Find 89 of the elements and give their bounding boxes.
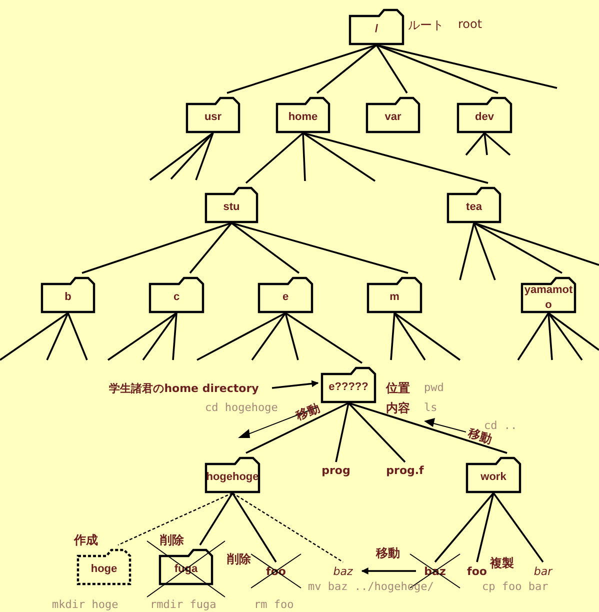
tree-line [108, 312, 177, 361]
command-text: cd .. [484, 419, 518, 432]
file-label: prog.f [386, 464, 424, 476]
folder-label: / [374, 22, 380, 38]
tree-line [195, 132, 214, 180]
folder-label: hoge [90, 562, 118, 578]
node-caption: ルート [408, 17, 444, 34]
folder-label: usr [203, 110, 223, 126]
command-text: cp foo bar [482, 580, 548, 593]
folder-label: e [281, 290, 290, 306]
note-label: 削除 [160, 532, 184, 549]
file-label: baz [333, 564, 353, 578]
tree-line [548, 312, 583, 361]
tree-line [170, 132, 214, 180]
note-label: 作成 [74, 532, 98, 549]
command-text: ls [424, 401, 438, 414]
command-text: mkdir hoge [52, 598, 118, 611]
tree-line [67, 312, 88, 360]
tree-line [302, 132, 306, 182]
tree-line [517, 312, 550, 360]
folder-label: c [172, 290, 181, 306]
tree-line [230, 222, 300, 274]
tree-line [251, 312, 286, 361]
tree-line [474, 222, 562, 274]
tree-line [189, 222, 232, 274]
tree-line [394, 312, 426, 360]
tree-line [118, 492, 233, 546]
folder-label: home [287, 110, 319, 126]
note-label: 複製 [490, 555, 514, 572]
folder-label: e????? [328, 380, 370, 396]
tree-line [394, 312, 461, 361]
tree-line [484, 132, 511, 156]
tree-line [199, 492, 234, 546]
tree-line [484, 132, 488, 156]
folder-label: yamamoto [523, 282, 574, 313]
node-caption: root [458, 17, 482, 31]
file-label: foo [467, 564, 487, 578]
folder-label: b [64, 290, 72, 306]
command-text: rm foo [254, 598, 294, 611]
tree-line [232, 492, 277, 562]
tree-line [376, 44, 498, 94]
file-label: 学生諸君のhome directory [109, 380, 259, 396]
tree-line [149, 132, 214, 181]
file-label: bar [534, 564, 552, 578]
tree-line [376, 44, 408, 94]
folder-label: var [384, 110, 402, 126]
folder-label: work [480, 470, 508, 486]
tree-line [465, 132, 486, 156]
tree-line [459, 222, 475, 280]
tree-line [473, 222, 496, 280]
tree-line [142, 312, 178, 361]
command-text: pwd [424, 381, 444, 394]
note-label: 移動 [294, 400, 322, 425]
arrow [361, 568, 416, 574]
tree-line [316, 44, 378, 94]
tree-line [285, 312, 362, 364]
tree-line [548, 312, 599, 351]
tree-line [492, 492, 544, 563]
tree-line [348, 402, 508, 454]
folder-label: stu [222, 200, 241, 216]
arrow [272, 380, 319, 389]
tree-line [196, 312, 286, 361]
tree-line [390, 312, 396, 360]
tree-line [0, 312, 69, 361]
tree-line [284, 312, 299, 360]
tree-line [548, 312, 553, 360]
folder-label: dev [474, 110, 495, 126]
tree-line [232, 492, 344, 562]
tree-line [172, 312, 178, 360]
edge-label: 移動 [375, 545, 401, 562]
tree-line [335, 402, 350, 462]
tree-line [476, 492, 494, 562]
note-label: 位置 [386, 380, 410, 397]
command-text: cd hogehoge [205, 401, 278, 414]
tree-line [302, 132, 376, 182]
tree-line [226, 44, 377, 94]
tree-line [245, 132, 304, 184]
note-label: 削除 [227, 551, 251, 568]
command-text: rmdir fuga [150, 598, 216, 611]
tree-line [246, 402, 349, 454]
tree-line [348, 402, 406, 463]
tree-line [434, 492, 494, 563]
note-label: 内容 [386, 400, 410, 417]
tree-line [82, 222, 232, 274]
folder-label: m [388, 290, 400, 306]
tree-line [46, 312, 69, 360]
folder-label: tea [465, 200, 483, 216]
command-text: mv baz ../hogehoge/ [308, 580, 434, 593]
file-label: prog [322, 464, 350, 476]
